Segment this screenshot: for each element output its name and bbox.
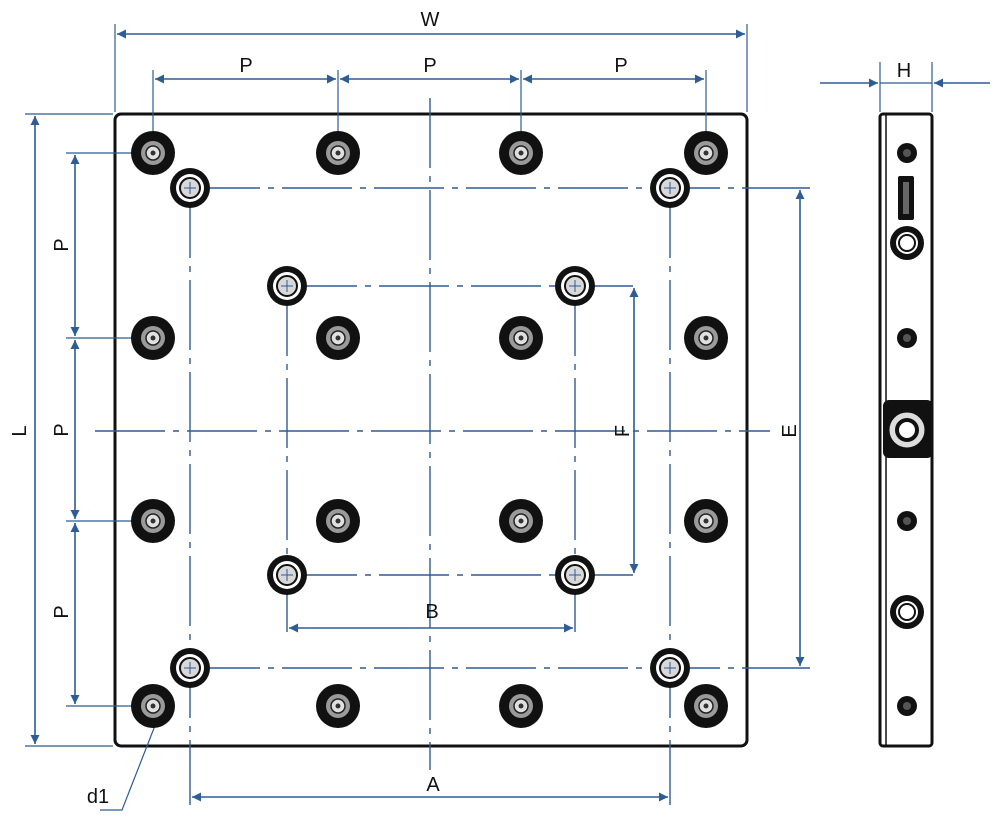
label-d1: d1 (87, 786, 109, 808)
locating-bushing-icon (555, 555, 595, 595)
side-slot-icon (898, 176, 914, 220)
counterbored-hole-icon (316, 316, 360, 360)
side-screw-icon (897, 328, 917, 348)
locating-bushing-icon (650, 648, 690, 688)
locating-bushing-icon (170, 168, 210, 208)
locating-bushing-icon (170, 648, 210, 688)
counterbored-hole-icon (316, 131, 360, 175)
label-p-top-3: P (614, 55, 627, 77)
counterbored-hole-icon (316, 684, 360, 728)
side-screw-icon (897, 696, 917, 716)
counterbored-hole-icon (684, 684, 728, 728)
side-bushing-icon (890, 226, 924, 260)
counterbored-hole-icon (499, 684, 543, 728)
counterbored-hole-icon (131, 684, 175, 728)
label-w: W (421, 9, 440, 31)
label-h: H (897, 60, 911, 82)
side-bushing-icon (890, 595, 924, 629)
label-p-top-1: P (239, 55, 252, 77)
front-view: W P P P L P P P E F B A d1 (9, 9, 810, 811)
counterbored-hole-icon (499, 316, 543, 360)
counterbored-hole-icon (684, 316, 728, 360)
counterbored-hole-icon (499, 499, 543, 543)
label-b: B (425, 601, 438, 623)
label-f: F (612, 425, 634, 437)
counterbored-hole-icon (499, 131, 543, 175)
base-plate-outline (113, 112, 749, 748)
counterbored-hole-icon (131, 316, 175, 360)
label-e: E (779, 424, 801, 437)
counterbored-hole-icon (684, 499, 728, 543)
side-screw-icon (897, 511, 917, 531)
locating-bushings (170, 168, 690, 688)
label-a: A (426, 774, 440, 796)
d1-leader (100, 699, 166, 811)
side-clamp-knob-icon (883, 400, 933, 458)
counterbored-hole-icon (316, 499, 360, 543)
counterbored-hole-icon (131, 499, 175, 543)
label-p-left-3: P (51, 605, 73, 618)
locating-bushing-icon (555, 266, 595, 306)
label-l: L (9, 425, 31, 436)
counterbored-hole-icon (131, 131, 175, 175)
locating-bushing-icon (267, 555, 307, 595)
locating-bushing-icon (650, 168, 690, 208)
locating-bushing-icon (267, 266, 307, 306)
counterbored-hole-icon (684, 131, 728, 175)
side-screw-icon (897, 143, 917, 163)
label-p-left-1: P (51, 238, 73, 251)
label-p-left-2: P (51, 423, 73, 436)
mount-hole-grid (131, 131, 728, 728)
side-view: H (820, 60, 990, 748)
label-p-top-2: P (423, 55, 436, 77)
